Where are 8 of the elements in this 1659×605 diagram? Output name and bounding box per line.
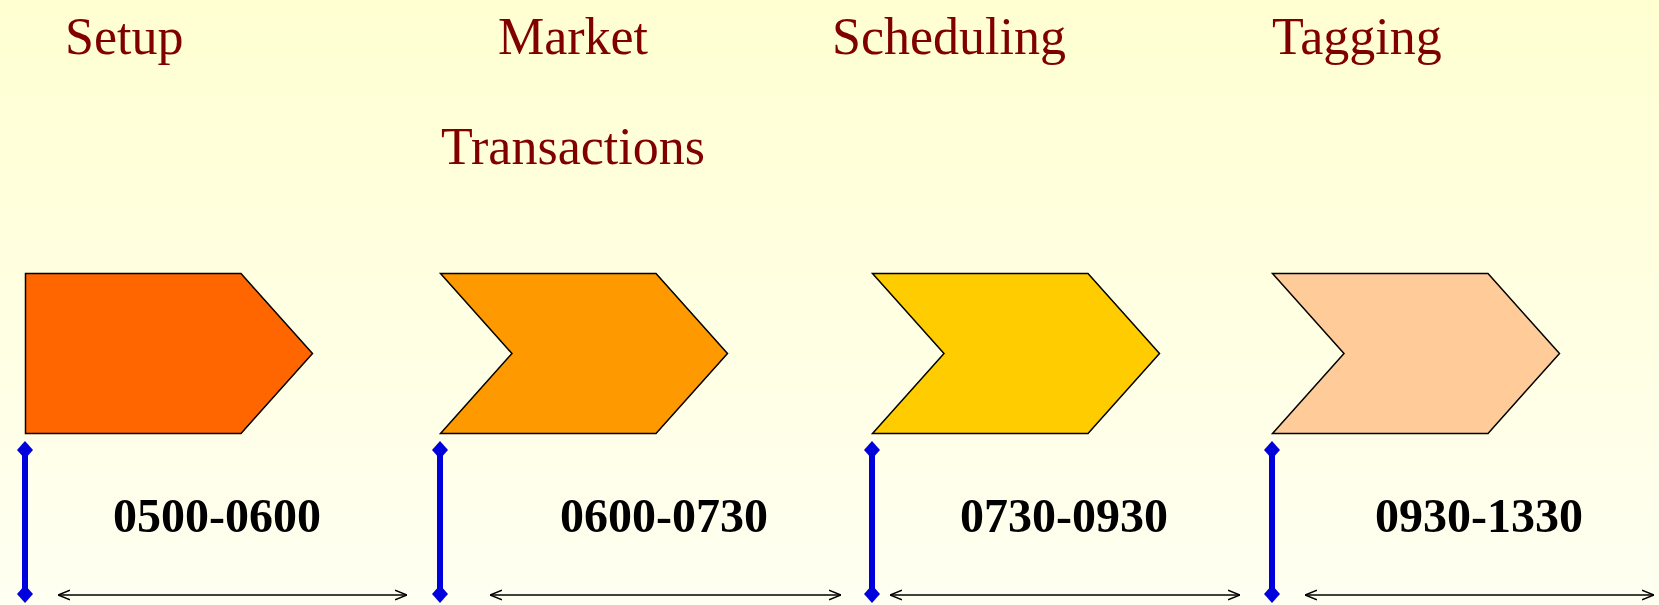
step-heading: Scheduling <box>832 7 1067 67</box>
step-heading: Market Transactions <box>440 7 706 177</box>
time-range: 0930-1330 <box>1375 488 1583 544</box>
step-heading: Setup <box>65 7 185 67</box>
time-range: 0730-0930 <box>960 488 1168 544</box>
step-heading: Tagging <box>1272 7 1443 67</box>
time-range: 0600-0730 <box>560 488 768 544</box>
time-range: 0500-0600 <box>113 488 321 544</box>
